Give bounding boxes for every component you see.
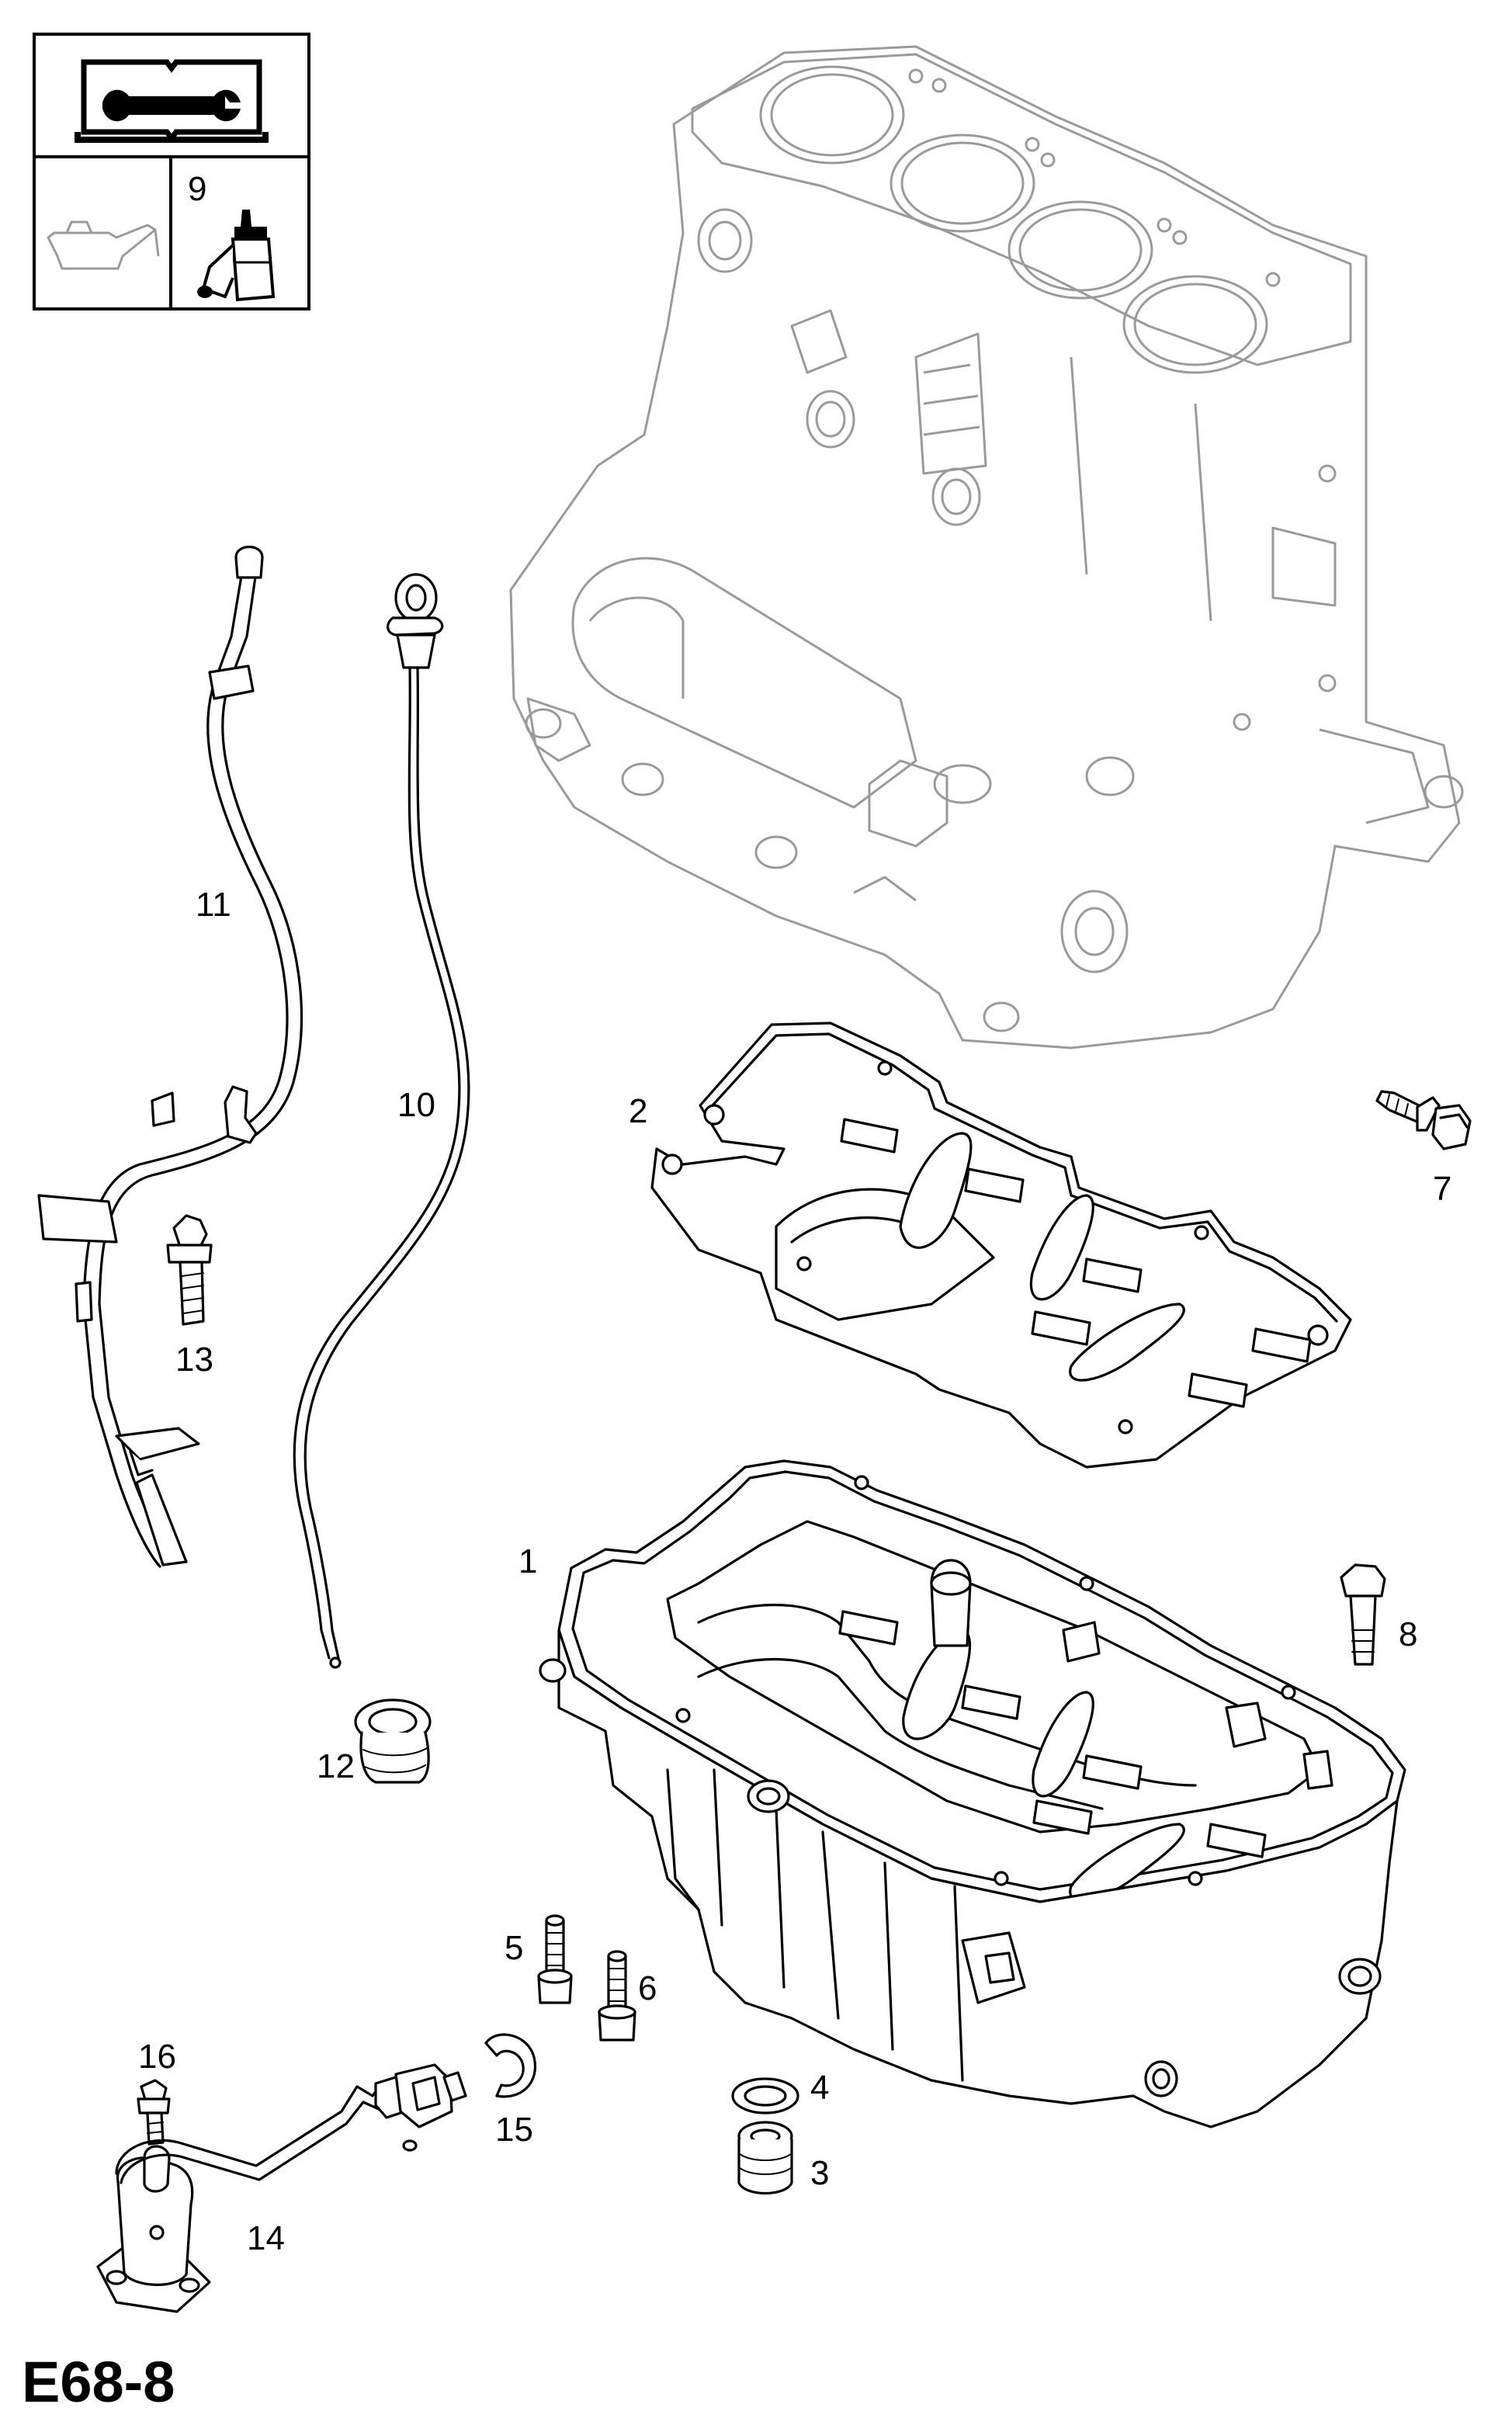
sealant-tube-icon	[197, 210, 276, 302]
callout-7: 7	[1433, 1170, 1451, 1208]
engine-block-reference	[509, 45, 1464, 1049]
callout-14: 14	[247, 2219, 285, 2257]
legend-sealant-ref: 9	[188, 170, 206, 208]
callout-8: 8	[1399, 1615, 1417, 1653]
callout-10: 10	[397, 1086, 435, 1124]
part-16-bolt	[137, 2079, 171, 2146]
callout-5: 5	[505, 1929, 523, 1967]
callout-15: 15	[495, 2111, 533, 2149]
callout-3: 3	[810, 2154, 829, 2192]
legend-box: 9	[33, 33, 310, 310]
part-11-dipstick-guide-tube	[37, 546, 303, 1568]
part-12-grommet	[354, 1698, 432, 1784]
part-8-bolt	[1340, 1563, 1386, 1666]
oil-can-icon	[47, 220, 160, 270]
service-manual-book-icon	[75, 59, 269, 143]
part-2-oil-baffle-plate	[650, 1022, 1352, 1469]
callout-6: 6	[638, 1969, 657, 2007]
callout-13: 13	[175, 1341, 213, 1379]
part-4-sealing-washer	[731, 2077, 799, 2115]
part-10-oil-dipstick	[293, 573, 470, 1669]
part-15-retaining-clip	[484, 2033, 537, 2098]
callout-16: 16	[138, 2038, 176, 2076]
callout-11: 11	[196, 886, 231, 924]
callout-labels: 1 2 3 4 5 6 7 8 10 11 12 13 14 15 16	[138, 886, 1451, 2257]
callout-2: 2	[629, 1092, 647, 1130]
part-1-oil-pan	[539, 1459, 1406, 2128]
part-13-bolt	[166, 1214, 213, 1326]
part-7-flange-bolt	[1375, 1090, 1472, 1150]
callout-4: 4	[810, 2069, 829, 2107]
callout-1: 1	[518, 1542, 537, 1580]
part-14-oil-level-sensor	[96, 2063, 467, 2313]
callout-12: 12	[317, 1747, 355, 1785]
part-5-socket-bolt	[537, 1914, 573, 2004]
diagram-code: E68-8	[22, 2350, 175, 2414]
part-3-oil-drain-plug	[737, 2121, 793, 2195]
part-6-socket-bolt	[598, 1950, 636, 2042]
